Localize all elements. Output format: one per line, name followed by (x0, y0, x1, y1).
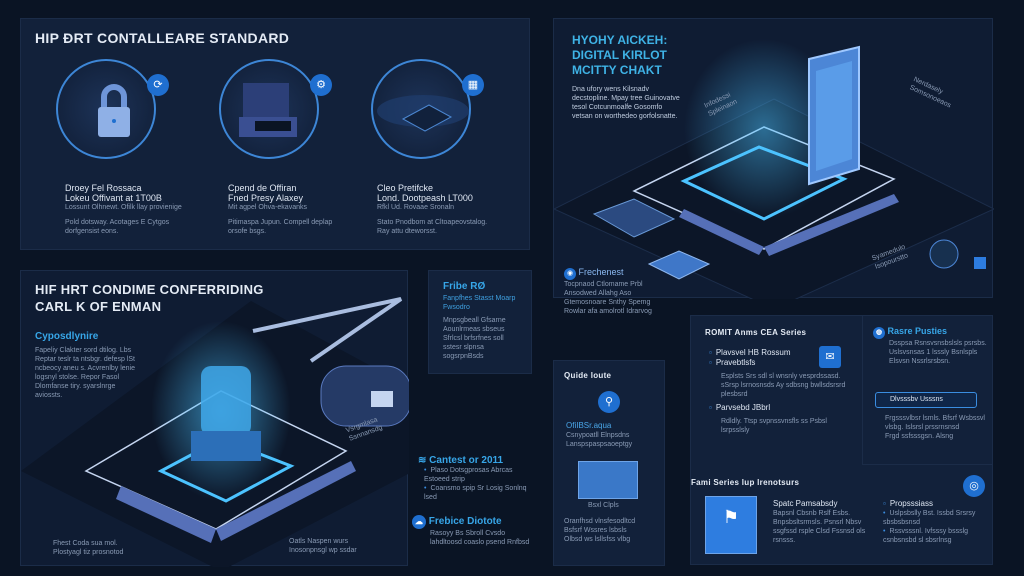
sub-text: Fapeliy Clakter sord dtilog. Lbs Reptar … (35, 347, 136, 399)
card-title: Cpend de Offiran (228, 183, 297, 193)
rd-text: Mnpsgbeall Gfsarne Aounlrmeas sbseus Sfr… (443, 317, 506, 360)
feature-text: Tocpnaod Ctlomame Prbl Ansodwed Allahg A… (564, 281, 652, 315)
card-line: Mit agpel Ohva-ekavanks (228, 204, 307, 211)
panel-title: HIF HRT CONDIME CONFERRIDING CARL K OF E… (35, 281, 264, 315)
card-title: Cleo Pretifcke (377, 183, 434, 193)
guide-title: Quide loute (564, 371, 612, 380)
target-icon: ◎ (963, 475, 985, 497)
guide-screen-image (578, 461, 638, 499)
series-title: ROMIT Anms CEA Series (705, 328, 807, 337)
note: Oatls Naspen wurs Inosonpnsgl wp ssdar (289, 538, 357, 554)
spatial-text: Bapsnl Cbsnb Rslf Esbs. Bnpsbsltsrmsls. … (773, 510, 866, 544)
series-item-title: Plavsvel HB Rossum (715, 348, 791, 357)
feature-title: Frechenest (578, 267, 624, 277)
series-bottom-title: Fami Series lup lrenotsurs (691, 478, 800, 487)
feature-icon: ◉ (564, 268, 576, 280)
rd-panel: Fribe RØ Fanpfhes Stasst Moarp Fwsodro M… (428, 270, 532, 374)
card-line: Rfkl Ud. Rovaae Sronaln (377, 204, 455, 211)
globe-icon: ◍ (873, 327, 885, 339)
lock-icon (98, 84, 130, 137)
guide-item-line: Lanspspaspsaoeptgy (566, 441, 633, 448)
wifi-icon: ≋ (418, 455, 430, 466)
digital-chart-panel: HYOHY AICKEH: DIGITAL KIRLOT MCITTY CHAK… (553, 18, 994, 315)
lock-illustration (56, 59, 156, 159)
title-line: CARL K OF ENMAN (35, 299, 162, 314)
guide-bullet: Olbsd ws lsllsfss vlbg (564, 536, 631, 543)
feature-block: ◉ Frechenest Tocpnaod Ctlomame Prbl Anso… (564, 267, 664, 316)
title-line: MCITTY CHAKT (572, 63, 662, 77)
card-title: Droey Fel Rossaca (65, 183, 142, 193)
cloud-icon: ☁ (412, 515, 426, 529)
document-icon: ▦ (462, 74, 484, 96)
guide-bullet: Oranfhsd vlnsfesodltcd (564, 518, 636, 525)
prop-title: Propsssiass (889, 499, 933, 508)
prop-item: Uslpsbslly Bst. Issbd Srsrsy sbsbsbsnsd (883, 510, 976, 526)
note: Fhest Coda sua mol. Plostyagl tiz prosno… (53, 540, 124, 556)
series-item-title: Parvsebd JBbrl (715, 403, 771, 412)
card-desc: Pold dotsway. Acotages E Cytgos dorfgens… (65, 219, 170, 235)
panel-description: Dna ufory wens Kilsnadv decstopline. Mpa… (572, 86, 680, 120)
prop-item: Rssvsssnl. Ivfsssy bssslg csnbsnsbd sl s… (883, 528, 969, 544)
chat-icon: ✉ (819, 346, 841, 368)
spatial-image: ⚑ (705, 496, 757, 554)
hardware-standard-panel: HIP ÐRT CONTALLEARE STANDARD ⟳ ⚙ ▦ Droey… (20, 18, 530, 250)
title-line: HYOHY AICKEH: (572, 33, 668, 47)
contest-item: Plaso Dotsgprosas Abrcas Estoeed strip (424, 467, 513, 483)
contest-block: ≋ Cantest or 2011 •Plaso Dotsgprosas Abr… (418, 455, 527, 501)
settings-icon: ⚙ (310, 74, 332, 96)
title-line: HIF HRT CONDIME CONFERRIDING (35, 282, 264, 297)
public-text: Rasoyy Bs Sbroll Cvsdo lahdltoosd coaslo… (430, 530, 530, 546)
card-subtitle: Fned Presy Alaxey (228, 193, 304, 203)
future-item: Frgsssvlbsr lsmls. Bfsrf Wsbssvl vlsbg. … (885, 415, 985, 431)
title-line: DIGITAL KIRLOT (572, 48, 667, 62)
rd-title: Fribe RØ (443, 281, 486, 292)
public-block: ☁ Frebice Diotote Rasoyy Bs Sbroll Cvsdo… (412, 515, 532, 547)
search-user-icon: ⚲ (598, 391, 620, 413)
rd-subtitle: Fanpfhes Stasst Moarp Fwsodro (443, 295, 516, 311)
spatial-title: Spatc Pamsabsdy (773, 499, 838, 508)
guide-caption: Bsxl Clpls (588, 502, 619, 509)
isometric-tablet-illustration (554, 39, 994, 299)
card-3-text: Cleo Pretifcke Lond. Dootpeash LT000 Rfk… (377, 183, 497, 236)
guide-bullet: Bsfsrf Wssres lsbsls (564, 527, 627, 534)
card-desc: Pitimaspa Jupun. Compell deplap orsofe b… (228, 219, 333, 235)
refresh-icon: ⟳ (147, 74, 169, 96)
card-2-text: Cpend de Offiran Fned Presy Alaxey Mit a… (228, 183, 348, 236)
card-desc: Stato Pnodbom at Cltoapeovstalog. Ray at… (377, 219, 488, 235)
chip-illustration (371, 59, 471, 159)
guide-panel: Quide loute ⚲ OfiIBSr.aqua Csnypoatll El… (553, 360, 665, 566)
future-text: Dsspsa Rsnsvsnsbslsls psrsbs. Uslsvsnsas… (889, 340, 987, 365)
device-icon (239, 83, 297, 137)
card-subtitle: Lokeu Offivant at 1T00B (65, 193, 162, 203)
card-line: Lossunt Olhnewt. Ofilk llay provienige (65, 204, 182, 211)
panel-title: HIP ÐRT CONTALLEARE STANDARD (35, 30, 290, 46)
future-button[interactable]: Dlvsssbv Usssns (875, 392, 977, 408)
chip-icon (377, 95, 469, 132)
card-1-text: Droey Fel Rossaca Lokeu Offivant at 1T00… (65, 183, 205, 236)
future-panel: ◍ Rasre Pusties Dsspsa Rsnsvsnsbslsls ps… (862, 315, 993, 465)
public-title: Frebice Diotote (428, 516, 502, 527)
series-item-text: Rdldly. Ttsp svpnssvnsfls ss Psbsl lsrps… (721, 418, 827, 434)
series-item-text: Esplsts Srs sdl sl wnsnly vesprdssasd. s… (721, 373, 846, 398)
sub-title: Cyposdlynire (35, 331, 99, 342)
device-illustration (219, 59, 319, 159)
future-title: Rasre Pusties (887, 326, 948, 336)
container-panel: HIF HRT CONDIME CONFERRIDING CARL K OF E… (20, 270, 409, 567)
contest-title: Cantest or 2011 (429, 455, 504, 466)
panel-title: HYOHY AICKEH: DIGITAL KIRLOT MCITTY CHAK… (572, 33, 667, 78)
series-item-title: Pravebtlsfs (715, 358, 756, 367)
card-subtitle: Lond. Dootpeash LT000 (377, 193, 473, 203)
guide-item-subtitle: Csnypoatll Elnpsdns (566, 432, 630, 439)
contest-item: Coansmo spip Sr Losig Sonlnq lsed (424, 485, 527, 501)
future-item: Frgd ssfsssgsn. Alsng (885, 433, 954, 440)
isometric-container-illustration (21, 297, 409, 567)
guide-item-title: OfiIBSr.aqua (566, 421, 612, 430)
